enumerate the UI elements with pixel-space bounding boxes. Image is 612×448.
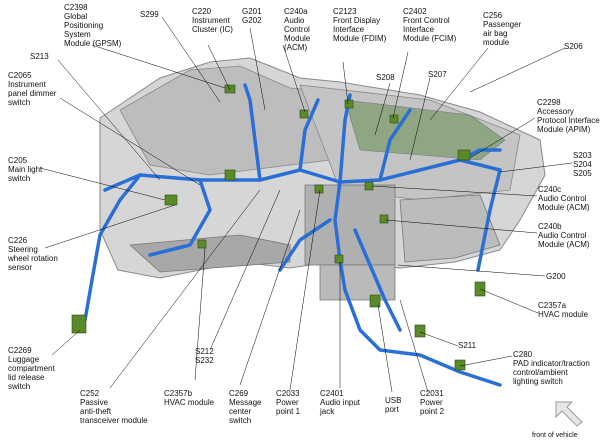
label-c2065: C2065 Instrument panel dimmer switch: [8, 71, 57, 107]
label-g201-g202: G201 G202: [242, 7, 262, 25]
label-c280: C280 PAD indicator/traction control/ambi…: [513, 350, 590, 386]
label-s208: S208: [376, 73, 395, 82]
label-c220: C220 Instrument Cluster (IC): [192, 7, 233, 34]
label-s203-s204-s205: S203 S204 S205: [573, 151, 592, 178]
leader-lines: [39, 16, 573, 393]
label-c256: C256 Passenger air bag module: [483, 11, 522, 47]
connectors: [71, 84, 486, 371]
label-s299: S299: [140, 10, 159, 19]
label-s213: S213: [30, 52, 49, 61]
label-c2269: C2269 Luggage compartment lid release sw…: [8, 346, 55, 391]
label-c2401: C2401 Audio input jack: [320, 389, 361, 416]
label-c205: C205 Main light switch: [8, 156, 43, 183]
label-c226: C226 Steering wheel rotation sensor: [8, 236, 58, 272]
label-c269: C269 Message center switch: [229, 389, 262, 425]
label-c2298: C2298 Accessory Protocol Interface Modul…: [537, 98, 600, 134]
label-s211: S211: [458, 341, 477, 350]
front-of-vehicle-label: front of vehicle: [532, 432, 578, 439]
front-of-vehicle-arrow-icon: [555, 401, 583, 427]
label-c252: C252 Passive anti-theft transceiver modu…: [80, 389, 148, 425]
label-g200: G200: [546, 272, 566, 281]
label-s206: S206: [564, 42, 583, 51]
label-c2402: C2402 Front Control Interface Module (FC…: [403, 7, 457, 43]
label-c2357a: C2357a HVAC module: [538, 301, 589, 319]
label-c2031: C2031 Power point 2: [420, 389, 445, 416]
label-c2033: C2033 Power point 1: [276, 389, 301, 416]
label-s212-s232: S212 S232: [195, 347, 214, 365]
label-s207: S207: [428, 70, 447, 79]
label-c240b: C240b Audio Control Module (ACM): [538, 222, 590, 249]
label-c2398: C2398 Global Positioning System Module (…: [64, 3, 122, 48]
label-usb-port: USB port: [385, 396, 402, 414]
label-c240a: C240a Audio Control Module (ACM): [284, 7, 311, 52]
label-c2357b: C2357b HVAC module: [164, 389, 215, 407]
label-c240c: C240c Audio Control Module (ACM): [538, 185, 590, 212]
label-c2123: C2123 Front Display Interface Module (FD…: [333, 7, 387, 43]
